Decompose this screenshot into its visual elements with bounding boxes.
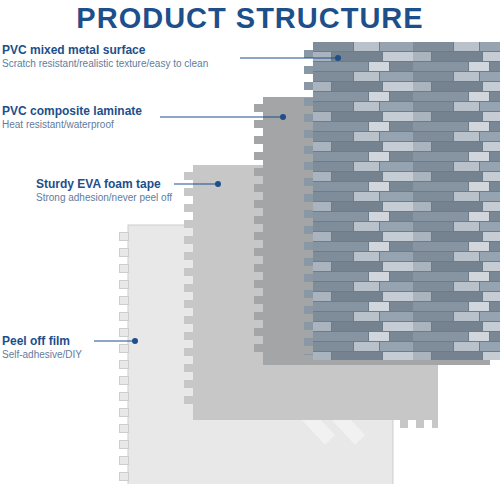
- layer-name: PVC composite laminate: [2, 104, 142, 118]
- layer-feature: Scratch resistant/realistic texture/easy…: [2, 58, 208, 69]
- layer-name: Sturdy EVA foam tape: [36, 177, 161, 191]
- layer-name: PVC mixed metal surface: [2, 43, 145, 57]
- stone-surface-layer: [304, 42, 500, 360]
- layer-feature: Heat resistant/waterproof: [2, 119, 114, 130]
- diagram-title: PRODUCT STRUCTURE: [0, 2, 500, 35]
- layer-feature: Strong adhesion/never peel off: [36, 192, 172, 203]
- layer-name: Peel off film: [2, 334, 70, 348]
- layer-feature: Self-adhesive/DIY: [2, 349, 82, 360]
